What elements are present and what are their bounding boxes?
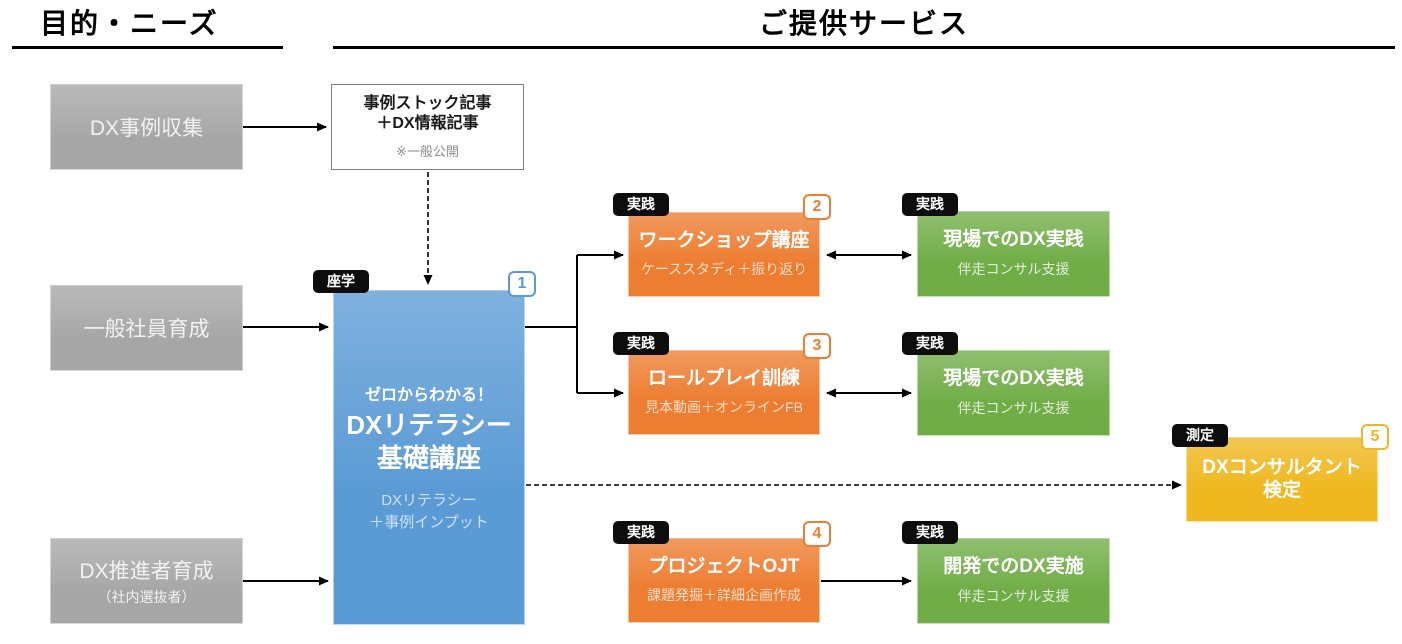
course-title-line1: DXリテラシー: [346, 410, 512, 441]
badge-step-5: 5: [1361, 424, 1389, 450]
need-label: DX事例収集: [89, 117, 204, 140]
tag-jissen-practice-3: 実践: [613, 332, 669, 355]
course-subtitle-line2: ＋事例インプット: [369, 514, 489, 531]
practice-box-project-ojt: プロジェクトOJT 課題発掘＋詳細企画作成: [628, 538, 820, 623]
tag-jissen-field-3: 実践: [902, 521, 958, 544]
practice-title: プロジェクトOJT: [648, 556, 800, 578]
tag-jissen-field-2: 実践: [902, 332, 958, 355]
exam-title-line1: DXコンサルタント: [1202, 456, 1362, 478]
field-subtitle: 伴走コンサル支援: [957, 260, 1070, 277]
need-label: 一般社員育成: [83, 318, 210, 341]
badge-step-4: 4: [803, 521, 831, 547]
tag-zagaku: 座学: [313, 270, 369, 293]
heading-services-underline: [333, 46, 1395, 49]
field-box-onsite-1: 現場でのDX実践 伴走コンサル支援: [917, 211, 1110, 297]
practice-box-roleplay: ロールプレイ訓練 見本動画＋オンラインFB: [628, 350, 820, 435]
need-box-case-collection: DX事例収集: [50, 84, 243, 170]
need-sublabel: （社内選抜者）: [97, 589, 196, 605]
tag-jissen-practice-4: 実践: [613, 521, 669, 544]
practice-title: ワークショップ講座: [638, 230, 810, 252]
need-box-general-training: 一般社員育成: [50, 285, 243, 371]
badge-step-3: 3: [803, 333, 831, 359]
course-catchcopy: ゼロからわかる！: [364, 387, 493, 405]
practice-title: ロールプレイ訓練: [647, 368, 800, 390]
article-title-line2: ＋DX情報記事: [376, 115, 479, 132]
field-subtitle: 伴走コンサル支援: [957, 587, 1070, 604]
course-subtitle-line1: DXリテラシー: [381, 492, 477, 510]
article-title-line1: 事例ストック記事: [363, 95, 492, 112]
article-box: 事例ストック記事 ＋DX情報記事 ※一般公開: [331, 84, 524, 170]
tag-jissen-field-1: 実践: [902, 193, 958, 216]
practice-subtitle: 課題発掘＋詳細企画作成: [647, 586, 801, 603]
article-note: ※一般公開: [396, 144, 459, 159]
practice-box-workshop: ワークショップ講座 ケーススタディ＋振り返り: [628, 212, 820, 297]
tag-sokutei: 測定: [1172, 424, 1228, 447]
field-title: 開発でのDX実施: [943, 556, 1084, 578]
heading-services: ご提供サービス: [758, 8, 969, 39]
heading-needs: 目的・ニーズ: [40, 8, 219, 39]
exam-box: DXコンサルタント 検定: [1186, 437, 1378, 522]
course-title-line2: 基礎講座: [376, 442, 481, 473]
need-box-promoter-training: DX推進者育成 （社内選抜者）: [50, 538, 243, 624]
field-title: 現場でのDX実践: [943, 368, 1084, 390]
heading-needs-underline: [12, 46, 283, 49]
field-subtitle: 伴走コンサル支援: [957, 399, 1070, 416]
basic-course-box: ゼロからわかる！ DXリテラシー 基礎講座 DXリテラシー ＋事例インプット: [333, 290, 525, 625]
badge-step-2: 2: [803, 194, 831, 220]
exam-title-line2: 検定: [1262, 479, 1301, 501]
field-box-development: 開発でのDX実施 伴走コンサル支援: [917, 538, 1110, 624]
badge-step-1: 1: [508, 271, 536, 297]
practice-subtitle: ケーススタディ＋振り返り: [640, 260, 808, 277]
need-label: DX推進者育成: [79, 560, 214, 583]
tag-jissen-practice-2: 実践: [613, 193, 669, 216]
field-title: 現場でのDX実践: [943, 229, 1084, 251]
practice-subtitle: 見本動画＋オンラインFB: [645, 398, 803, 415]
field-box-onsite-2: 現場でのDX実践 伴走コンサル支援: [917, 350, 1110, 436]
